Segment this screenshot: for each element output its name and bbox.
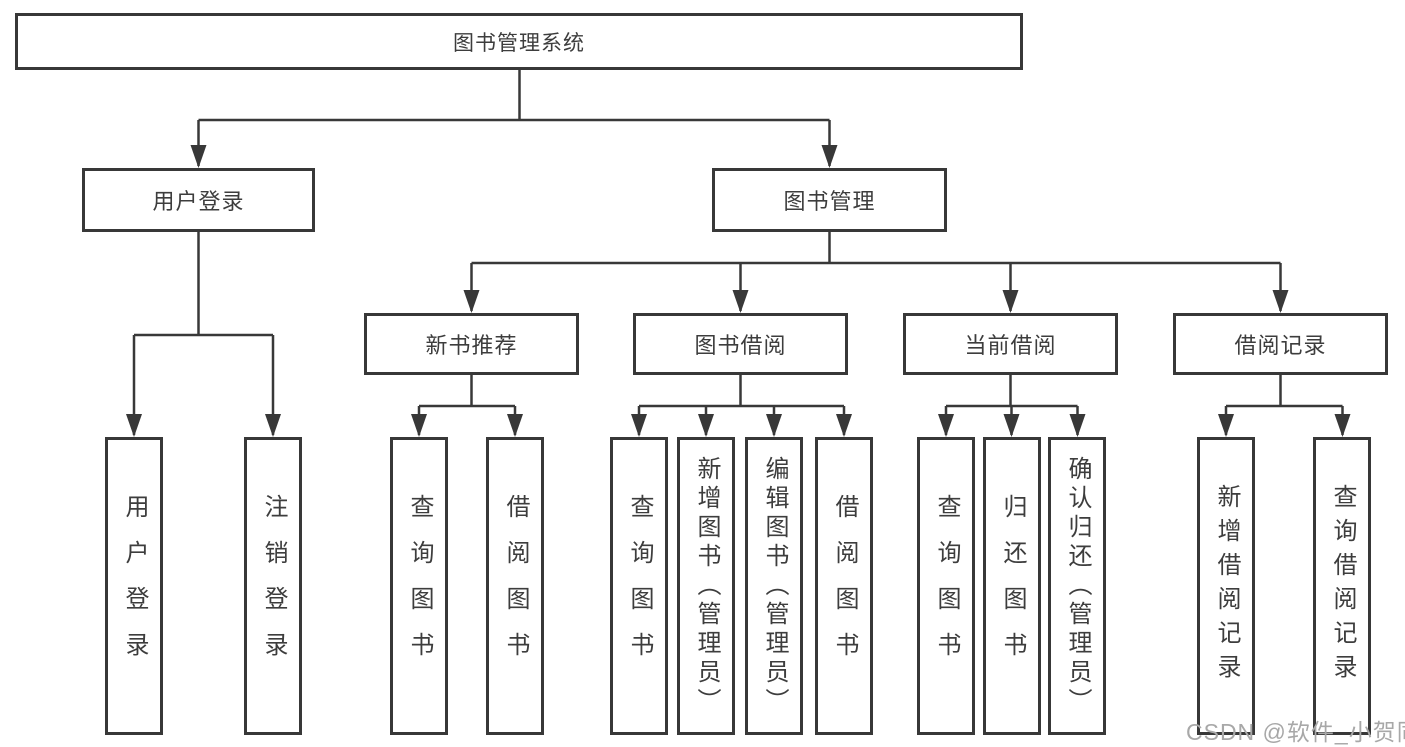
leaf-label: 新增借阅记录 xyxy=(1213,484,1240,688)
leaf-query-books-current: 查询图书 xyxy=(917,437,975,735)
leaf-add-book-admin: 新增图书（管理员） xyxy=(677,437,735,735)
leaf-label: 归还图书 xyxy=(999,494,1026,678)
leaf-label: 查询图书 xyxy=(626,494,653,678)
leaf-label: 借阅图书 xyxy=(831,494,858,678)
node-current-borrowing: 当前借阅 xyxy=(903,313,1118,375)
leaf-return-books: 归还图书 xyxy=(983,437,1041,735)
leaf-label: 查询图书 xyxy=(933,494,960,678)
leaf-borrow-books: 借阅图书 xyxy=(815,437,873,735)
leaf-confirm-return-admin: 确认归还（管理员） xyxy=(1048,437,1106,735)
node-borrow-records: 借阅记录 xyxy=(1173,313,1388,375)
leaf-label: 用户登录 xyxy=(121,494,148,678)
leaf-add-borrow-record: 新增借阅记录 xyxy=(1197,437,1255,735)
node-user-login: 用户登录 xyxy=(82,168,315,232)
leaf-label: 新增图书（管理员） xyxy=(693,455,720,717)
leaf-query-books-recommend: 查询图书 xyxy=(390,437,448,735)
leaf-query-books-borrowing: 查询图书 xyxy=(610,437,668,735)
leaf-query-borrow-record: 查询借阅记录 xyxy=(1313,437,1371,735)
leaf-user-login: 用户登录 xyxy=(105,437,163,735)
node-root: 图书管理系统 xyxy=(15,13,1023,70)
node-book-management: 图书管理 xyxy=(712,168,947,232)
leaf-logout: 注销登录 xyxy=(244,437,302,735)
leaf-edit-book-admin: 编辑图书（管理员） xyxy=(745,437,803,735)
leaf-borrow-books-recommend: 借阅图书 xyxy=(486,437,544,735)
leaf-label: 编辑图书（管理员） xyxy=(761,455,788,717)
leaf-label: 注销登录 xyxy=(260,494,287,678)
leaf-label: 查询图书 xyxy=(406,494,433,678)
node-new-book-recommend: 新书推荐 xyxy=(364,313,579,375)
leaf-label: 确认归还（管理员） xyxy=(1064,455,1091,717)
node-book-borrowing: 图书借阅 xyxy=(633,313,848,375)
leaf-label: 借阅图书 xyxy=(502,494,529,678)
watermark-text: CSDN @软件_小贺同学 xyxy=(1186,719,1405,745)
leaf-label: 查询借阅记录 xyxy=(1329,484,1356,688)
